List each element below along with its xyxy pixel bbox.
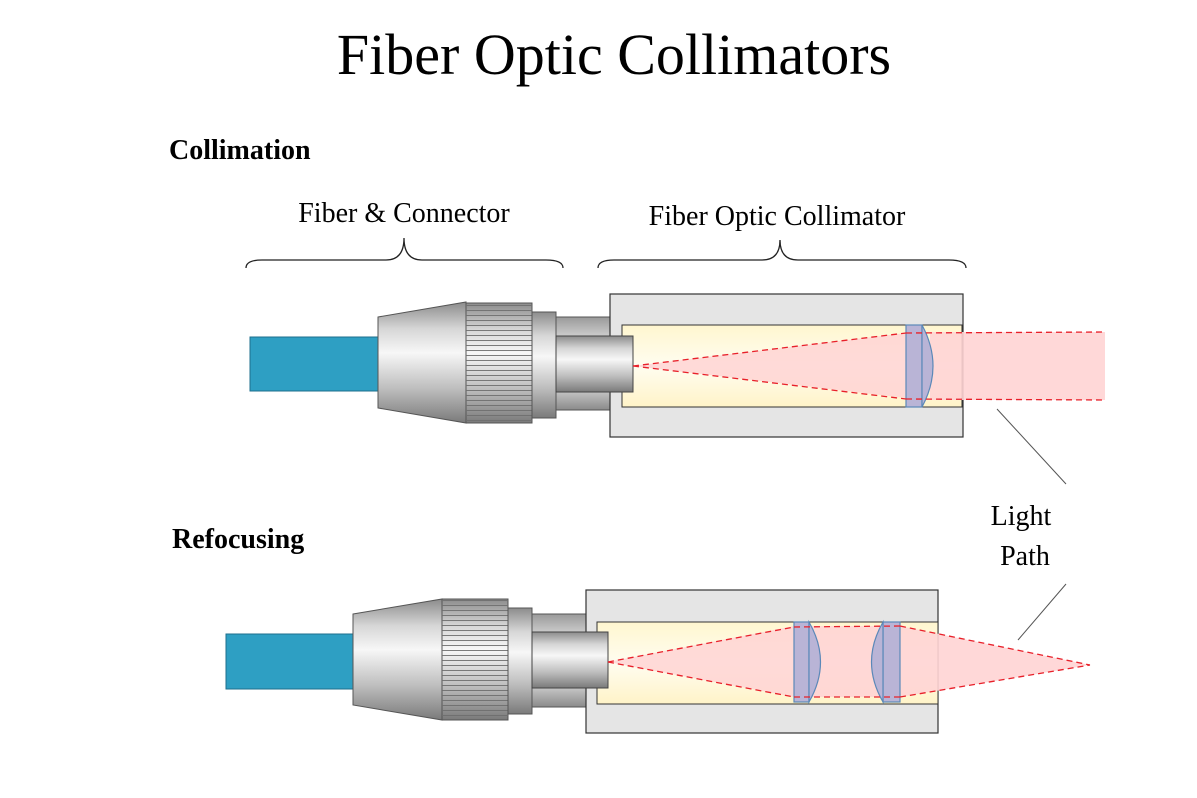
connector-collar xyxy=(507,607,533,715)
light-path-rays-refocusing xyxy=(607,625,1091,698)
knurl-lines xyxy=(442,599,508,720)
connector-boot xyxy=(377,301,467,424)
refocus-lens-1-flat xyxy=(793,621,810,703)
refocus-lens-1-curve xyxy=(808,619,822,705)
section-label-refocusing: Refocusing xyxy=(172,524,304,555)
refocus-lens-2-flat xyxy=(882,621,901,703)
collimating-lens-flat xyxy=(905,324,923,408)
fiber-cable xyxy=(225,633,355,690)
brace-label-fiber-optic-collimator: Fiber Optic Collimator xyxy=(649,201,906,232)
beam-cone xyxy=(633,333,906,398)
light-path-rays-collimation xyxy=(632,331,1106,401)
collimation-assembly xyxy=(249,293,1106,438)
brace-fiber-connector xyxy=(245,237,564,269)
callout-leader-top xyxy=(996,408,1067,485)
knurl-lines xyxy=(466,303,532,423)
brace-fiber-optic-collimator xyxy=(597,239,967,269)
page-title: Fiber Optic Collimators xyxy=(337,22,891,87)
callout-leader-bottom xyxy=(1017,583,1067,641)
refocus-lens-2-curve xyxy=(870,619,884,705)
callout-label-line1: Light xyxy=(991,501,1052,532)
fiber-ferrule xyxy=(555,335,634,393)
connector-boot xyxy=(352,598,443,721)
beam-converging xyxy=(900,626,1090,697)
beam-collimated xyxy=(930,332,1105,400)
brace-label-fiber-connector: Fiber & Connector xyxy=(298,198,510,229)
beam-collimated-between-lenses xyxy=(809,626,883,697)
refocusing-assembly xyxy=(225,589,1091,734)
section-label-collimation: Collimation xyxy=(169,135,311,166)
collimating-lens-curve xyxy=(921,324,934,408)
callout-label-line2: Path xyxy=(1000,541,1050,572)
fiber-ferrule xyxy=(531,631,609,689)
beam-diverging xyxy=(608,626,794,697)
connector-collar xyxy=(531,311,557,419)
light-path-callout: Light Path xyxy=(991,408,1067,641)
fiber-cable xyxy=(249,336,379,392)
